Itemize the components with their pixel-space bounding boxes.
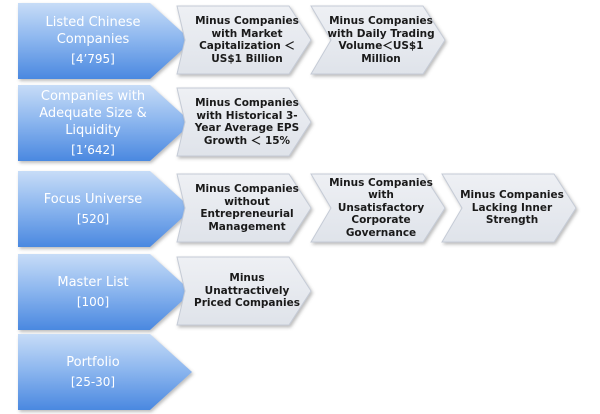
stage-count: [100] bbox=[76, 294, 110, 309]
stage-title: Listed Chinese Companies bbox=[45, 15, 141, 47]
filter-label: Minus Companies without Entrepreneurial … bbox=[195, 183, 299, 233]
filter-label: Minus Companies with Daily Trading Volum… bbox=[327, 15, 435, 65]
stage-chevron bbox=[18, 334, 192, 410]
stage-count: [4’795] bbox=[71, 52, 115, 66]
stage-label: Listed Chinese Companies [4’795] bbox=[22, 3, 164, 79]
filter-chevron bbox=[176, 173, 312, 243]
stage-label: Companies with Adequate Size & Liquidity… bbox=[22, 85, 164, 161]
stage-count: [520] bbox=[76, 211, 110, 226]
stage-label: Master List [100] bbox=[22, 254, 164, 330]
filter-chevron bbox=[176, 5, 312, 75]
stage-chevron bbox=[18, 3, 192, 79]
stage-title: Portfolio bbox=[66, 354, 120, 370]
filter-label: Minus Companies with Market Capitalizati… bbox=[195, 15, 299, 65]
stage-count: [1’642] bbox=[71, 142, 115, 157]
filter-label: Minus Companies with Unsatisfactory Corp… bbox=[329, 176, 433, 239]
filter-chevron bbox=[176, 256, 312, 326]
stage-title: Companies with Adequate Size & Liquidity bbox=[39, 88, 147, 138]
stage-chevron bbox=[18, 254, 192, 330]
filter-chevron bbox=[310, 173, 446, 243]
stage-chevron bbox=[18, 171, 192, 247]
stage-chevron bbox=[18, 85, 192, 161]
filter-chevron bbox=[176, 87, 312, 157]
filter-label: Minus Companies Lacking Inner Strength bbox=[460, 189, 564, 227]
stage-label: Portfolio [25-30] bbox=[22, 334, 164, 410]
stage-label: Focus Universe [520] bbox=[22, 171, 164, 247]
filter-chevron bbox=[310, 5, 446, 75]
stage-count: [25-30] bbox=[70, 374, 116, 389]
stage-title: Focus Universe bbox=[43, 191, 143, 207]
filter-chevron bbox=[441, 173, 577, 243]
stage-title: Master List bbox=[57, 274, 129, 290]
filter-label: Minus Companies with Historical 3-Year A… bbox=[194, 97, 300, 147]
filter-label: Minus Unattractively Priced Companies bbox=[194, 272, 300, 310]
